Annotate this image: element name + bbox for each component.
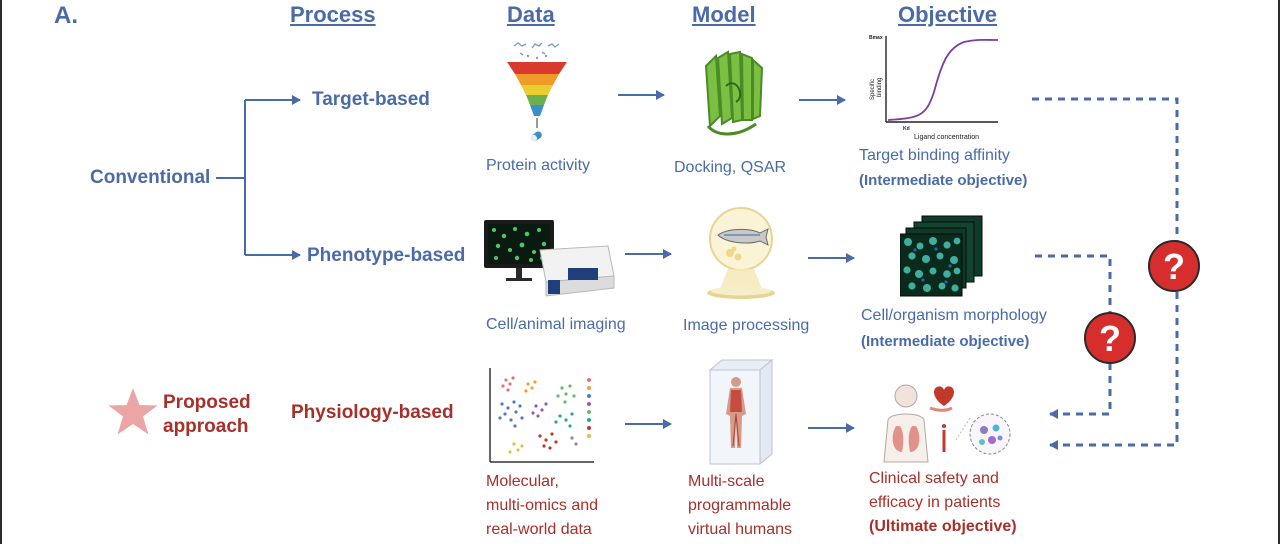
physiology-model-line1: Multi-scale: [688, 473, 765, 490]
question-icon: ?: [1084, 312, 1136, 364]
process-target-based: Target-based: [312, 89, 430, 110]
physiology-objective-line2: efficacy in patients: [869, 494, 1001, 511]
protein-structure-icon: [704, 50, 764, 136]
process-phenotype-based: Phenotype-based: [307, 245, 466, 266]
physiology-data-line2: multi-omics and: [486, 497, 599, 514]
physiology-objective-line1: Clinical safety and: [869, 470, 999, 487]
physiology-objective-caption: Clinical safety and efficacy in patients…: [869, 467, 1017, 539]
proposed-line2: approach: [163, 416, 249, 437]
physiology-model-line2: programmable: [688, 497, 792, 514]
binding-ylabel-line2: binding: [877, 78, 883, 97]
question-mark-text: ?: [1163, 246, 1185, 287]
phenotype-model-caption: Image processing: [683, 317, 810, 334]
microscope-icon: [484, 220, 615, 297]
header-model: Model: [692, 2, 756, 27]
proposed-approach-label: Proposed approach: [163, 391, 251, 439]
question-icon: ?: [1148, 240, 1200, 292]
physiology-model-line3: virtual humans: [688, 521, 793, 538]
target-data-caption: Protein activity: [486, 157, 591, 174]
question-mark-text: ?: [1099, 318, 1121, 359]
binding-ylabel-line1: Specific: [870, 79, 876, 100]
physiology-objective-note: (Ultimate objective): [869, 518, 1017, 535]
patient-icon: [883, 384, 1011, 463]
physiology-data-line3: real-world data: [486, 521, 592, 538]
physiology-data-caption: Molecular, multi-omics and real-world da…: [486, 470, 598, 542]
funnel-icon: [507, 42, 567, 142]
dashed-path-phenotype: [1035, 254, 1112, 419]
binding-kd-tick: Kd: [903, 126, 910, 132]
binding-curve-icon: Bmax Specific binding Kd Ligand concentr…: [869, 35, 999, 141]
process-physiology-based: Physiology-based: [291, 402, 454, 423]
target-model-caption: Docking, QSAR: [674, 159, 787, 176]
tsne-plot-icon: [489, 368, 594, 463]
phenotype-data-caption: Cell/animal imaging: [486, 316, 626, 333]
virtual-human-icon: [708, 358, 774, 466]
zebrafish-dish-icon: [707, 207, 775, 299]
proposed-line1: Proposed: [163, 392, 251, 413]
panel-label: A.: [54, 2, 78, 29]
physiology-data-line1: Molecular,: [486, 473, 559, 490]
cell-stack-icon: [900, 215, 983, 297]
process-conventional: Conventional: [90, 167, 211, 188]
target-objective-note: (Intermediate objective): [859, 172, 1028, 189]
star-icon: [108, 388, 158, 435]
physiology-model-caption: Multi-scale programmable virtual humans: [688, 470, 792, 542]
header-process: Process: [290, 2, 376, 27]
binding-xlabel: Ligand concentration: [914, 134, 979, 141]
conventional-bracket: [216, 95, 301, 260]
phenotype-objective-caption: Cell/organism morphology: [861, 307, 1047, 324]
phenotype-objective-note: (Intermediate objective): [861, 333, 1030, 350]
header-objective: Objective: [898, 2, 998, 27]
binding-bmax-label: Bmax: [869, 35, 883, 41]
target-objective-caption: Target binding affinity: [859, 147, 1010, 164]
header-data: Data: [507, 2, 555, 27]
